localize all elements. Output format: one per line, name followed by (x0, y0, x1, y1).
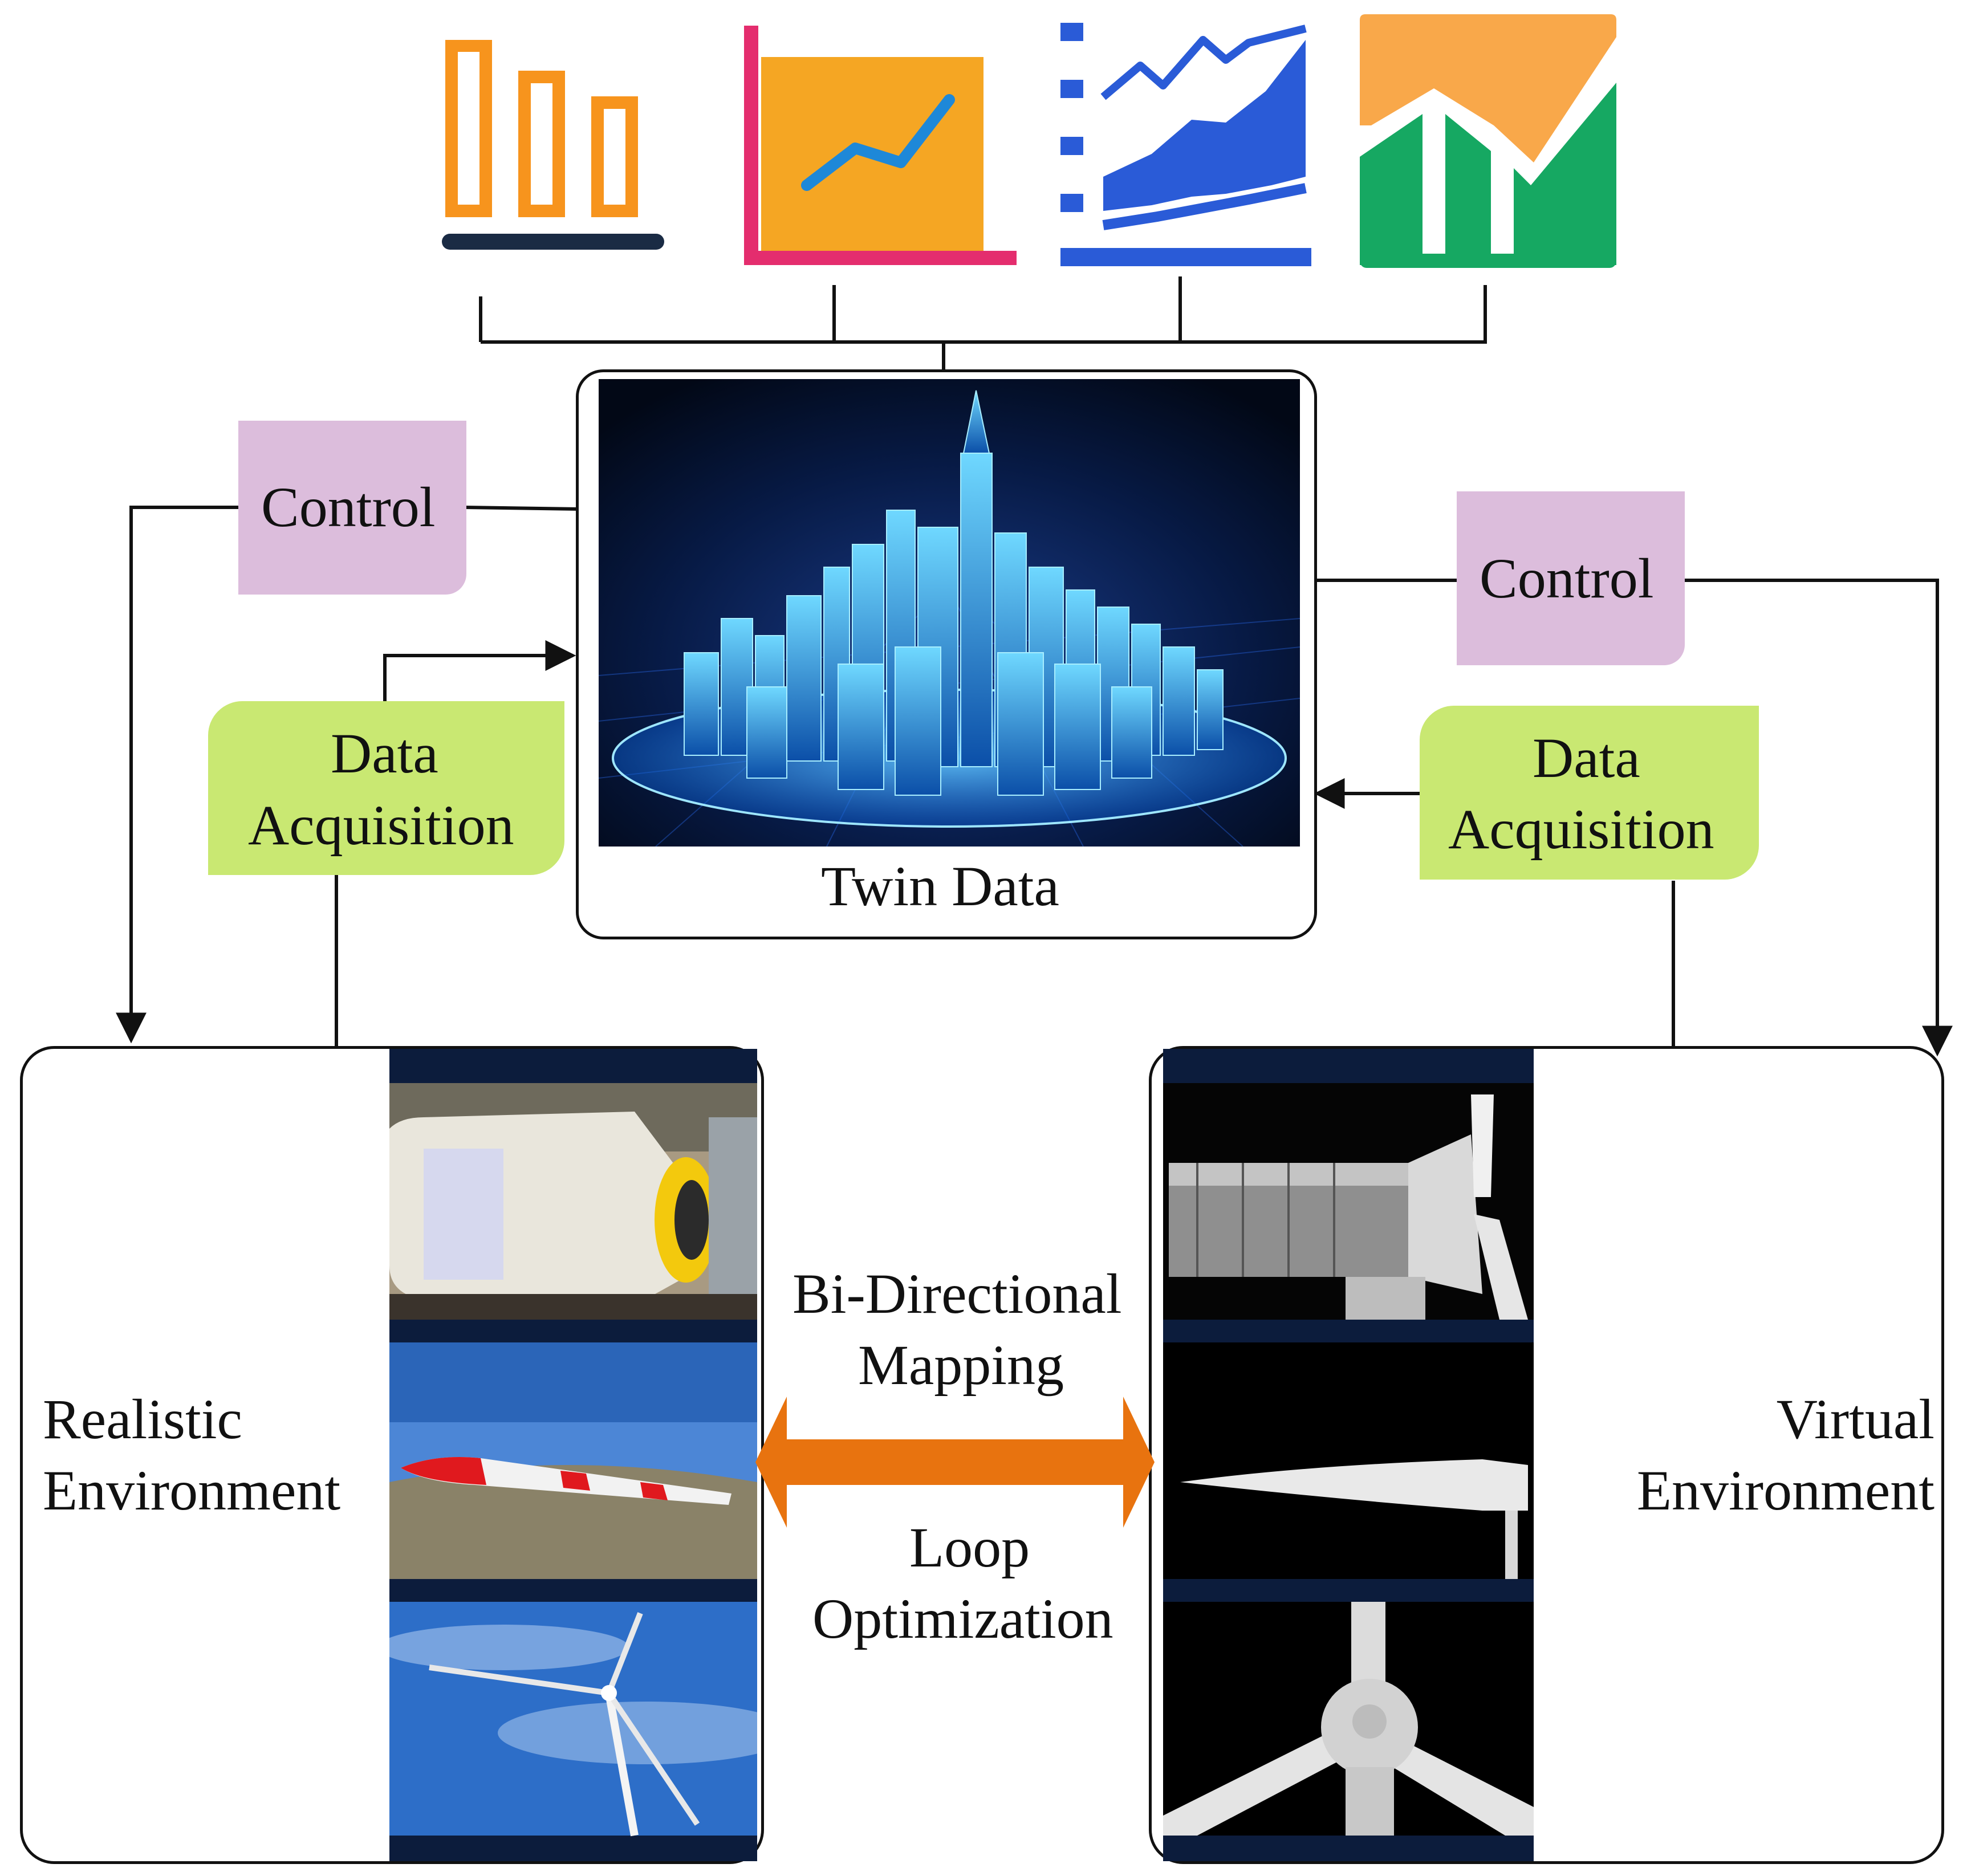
left-control-arrow (116, 506, 239, 1044)
loop-line2: Optimization (812, 1587, 1113, 1650)
left-control-label: Control (261, 475, 436, 539)
nacelle-photo (389, 1083, 757, 1320)
right-acquisition-box (1420, 706, 1759, 880)
mapping-line2: Mapping (858, 1333, 1064, 1397)
twin-data-caption: Twin Data (821, 854, 1059, 918)
left-acquisition-arrow (383, 640, 576, 702)
left-acquisition-line1: Data (331, 722, 438, 785)
mapping-line1: Bi-Directional (792, 1262, 1122, 1325)
nacelle-render (1163, 1083, 1534, 1320)
blade-photo (389, 1342, 757, 1579)
icon-tree-lines (479, 276, 1487, 373)
realistic-environment-line1: Realistic (43, 1387, 242, 1451)
digital-city-image (599, 379, 1300, 847)
virtual-environment-line2: Environment (1636, 1459, 1934, 1522)
line-chart-icon (744, 26, 1017, 265)
area-chart-icon (1060, 23, 1311, 266)
left-acquisition-box (208, 701, 564, 875)
left-acquisition-line2: Acquisition (248, 793, 514, 857)
right-acquisition-line1: Data (1533, 726, 1640, 790)
hub-render (1163, 1602, 1534, 1836)
virtual-environment-line1: Virtual (1776, 1387, 1934, 1451)
combo-chart-icon (1360, 14, 1616, 268)
virtual-render-strip (1163, 1049, 1534, 1861)
left-control-box (238, 421, 466, 595)
right-acquisition-line2: Acquisition (1448, 797, 1714, 861)
right-control-box (1457, 491, 1685, 665)
loop-line1: Loop (909, 1516, 1030, 1579)
turbine-photo (389, 1602, 757, 1837)
blade-render (1163, 1342, 1534, 1579)
realistic-photo-strip (389, 1049, 757, 1861)
realistic-environment-line2: Environment (43, 1459, 341, 1522)
left-control-line (464, 506, 579, 511)
right-control-label: Control (1480, 547, 1654, 610)
bar-chart-icon (442, 40, 664, 250)
bidirectional-arrow-icon (755, 1397, 1155, 1528)
right-control-arrow (1682, 579, 1953, 1057)
